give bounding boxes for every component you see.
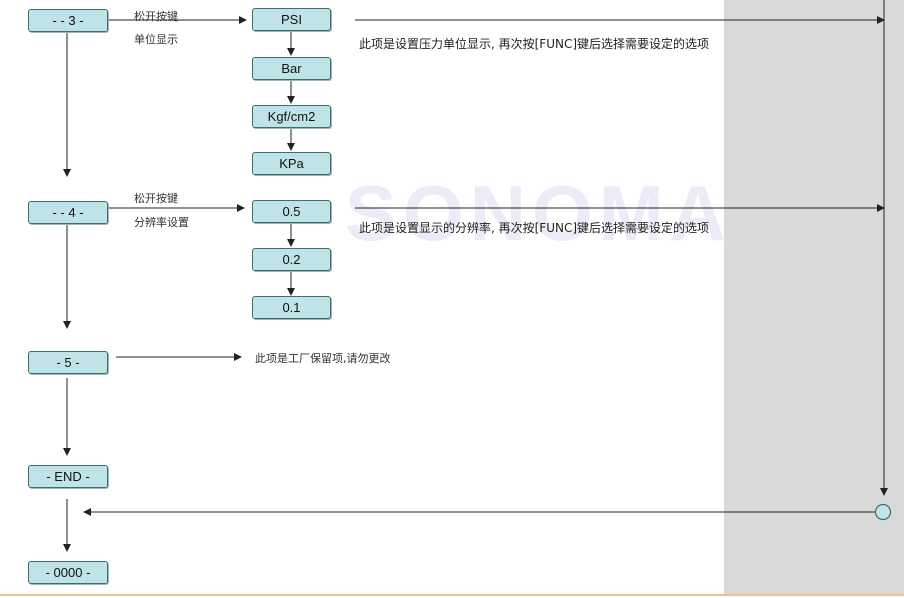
option-0-5: 0.5: [252, 200, 331, 223]
option-0-2: 0.2: [252, 248, 331, 271]
connector-node: [874, 503, 892, 521]
step3-label-top: 松开按键: [134, 10, 178, 23]
watermark: SONOMA: [345, 169, 732, 257]
bottom-divider: [0, 594, 904, 596]
step5-description: 此项是工厂保留项,请勿更改: [255, 352, 391, 365]
step3-label-bottom: 单位显示: [134, 33, 178, 46]
step-4-box: - - 4 -: [28, 201, 108, 224]
step3-description: 此项是设置压力单位显示, 再次按[FUNC]键后选择需要设定的选项: [359, 37, 710, 51]
gray-side-panel: [724, 0, 904, 596]
step4-description: 此项是设置显示的分辨率, 再次按[FUNC]键后选择需要设定的选项: [359, 221, 710, 235]
option-kpa: KPa: [252, 152, 331, 175]
step4-label-top: 松开按键: [134, 192, 178, 205]
option-kgf-cm2: Kgf/cm2: [252, 105, 331, 128]
step-0000-box: - 0000 -: [28, 561, 108, 584]
option-bar: Bar: [252, 57, 331, 80]
step-end-box: - END -: [28, 465, 108, 488]
option-0-1: 0.1: [252, 296, 331, 319]
step-5-box: - 5 -: [28, 351, 108, 374]
step-3-box: - - 3 -: [28, 9, 108, 32]
step4-label-bottom: 分辨率设置: [134, 216, 189, 229]
option-psi: PSI: [252, 8, 331, 31]
